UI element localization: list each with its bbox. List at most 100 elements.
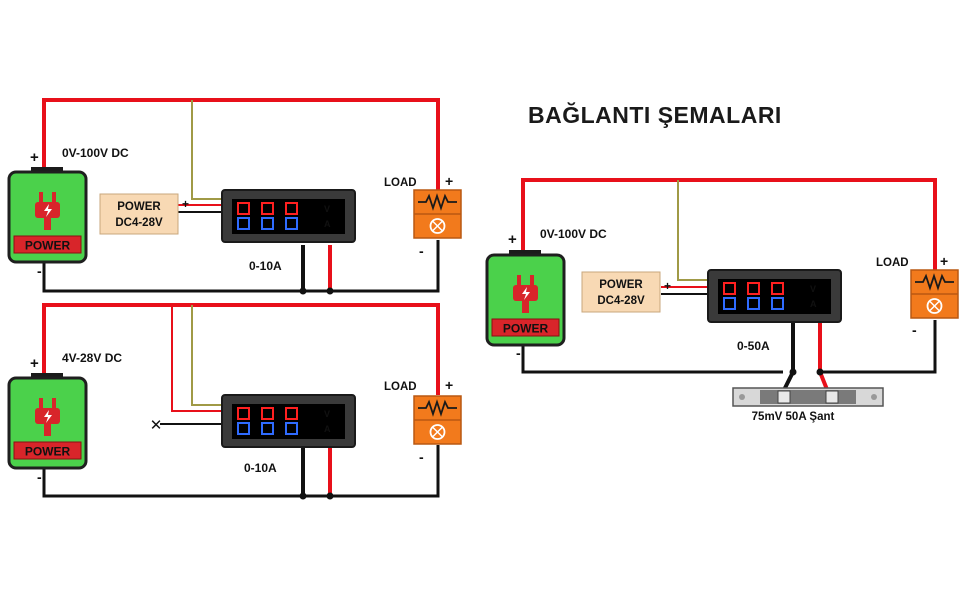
load [910,269,959,319]
current-digit [285,217,298,230]
current-digit [237,217,250,230]
meter-unit-a: A [324,424,331,434]
negative-wire [42,445,440,498]
battery: POWER [485,250,566,347]
shunt-bolt-hole [739,394,745,400]
meter-unit-v: V [810,284,816,294]
battery-label-bg [491,318,560,337]
sense-wire [191,305,222,406]
load [413,189,462,239]
junction-dot [299,287,307,295]
junction-dot [326,492,334,500]
voltage-digit [261,407,274,420]
meter-unit-a: A [810,299,817,309]
voltage-digit [237,407,250,420]
lamp-icon [926,298,943,314]
plug-prong [530,275,534,287]
battery-minus-sign: - [516,345,521,361]
positive-wire [42,98,440,190]
meter-black-lead [781,322,795,393]
plug-icon [35,192,60,230]
power-box-line2: DC4-28V [115,217,163,229]
shunt-terminal [777,390,791,404]
plug-icon [513,275,538,313]
junction-dot [326,287,334,295]
lightning-icon [44,410,52,423]
shunt-bolt-hole [871,394,877,400]
load-label: LOAD [384,177,417,189]
load-label: LOAD [384,381,417,393]
voltage-digit [771,282,784,295]
battery-minus-sign: - [37,469,42,485]
page-title: BAĞLANTI ŞEMALARI [528,102,782,128]
current-digit [723,297,736,310]
junction-dot [816,368,824,376]
battery-label-bg [13,441,82,460]
lamp-cross [928,300,941,312]
current-digit [747,297,760,310]
current-digit [237,422,250,435]
diagram-3: 75mV 50A Şant POWER POWER DC4-28V VA + - 0V-100… [485,178,959,423]
load [413,395,462,445]
junction-dot [299,492,307,500]
power-box-line1: POWER [599,279,643,291]
voltage-digit [285,202,298,215]
battery: POWER [7,167,88,264]
lightning-icon [44,204,52,217]
shunt-label: 75mV 50A Şant [752,411,835,423]
battery-label: POWER [25,445,71,459]
lightning-icon [522,287,530,300]
cut-mark-icon: ✕ [150,417,163,434]
meter-red-lead [818,322,830,393]
plug-prong [517,275,521,287]
resistor-icon [915,273,954,291]
current-digit [261,422,274,435]
load-negative-wire [823,320,937,374]
power-plus-sign: + [182,197,189,211]
power-box [581,271,661,313]
load-minus-sign: - [419,243,424,259]
battery-plus-sign: + [30,355,39,372]
battery: POWER [7,373,88,470]
resistor-icon [418,399,457,417]
lamp-cross [431,220,444,232]
load-label: LOAD [876,257,909,269]
current-digit [771,297,784,310]
voltage-digit [261,202,274,215]
volt-amp-meter: VA [221,394,356,448]
battery-minus-sign: - [37,263,42,279]
meter-unit-v: V [324,204,330,214]
battery-plus-sign: + [30,149,39,166]
voltage-range-label: 0V-100V DC [540,227,607,241]
positive-wire [521,178,937,270]
resistor-icon [418,193,457,211]
power-plus-sign: + [664,279,671,293]
lamp-cross [431,426,444,438]
current-range-label: 0-50A [737,339,770,353]
battery-label: POWER [503,322,549,336]
load-plus-sign: + [445,377,453,393]
meter-unit-a: A [324,219,331,229]
lamp-icon [429,424,446,440]
meter-unit-v: V [324,409,330,419]
junction-dot [789,368,797,376]
power-box [99,193,179,235]
battery-plus-sign: + [508,231,517,248]
battery-label: POWER [25,239,71,253]
negative-wire [42,240,440,293]
power-plus-wire [171,305,222,412]
sense-wire [677,180,708,281]
battery-negative-wire [521,342,783,374]
voltage-digit [237,202,250,215]
load-minus-sign: - [912,322,917,338]
current-range-label: 0-10A [249,259,282,273]
plug-cord [522,301,529,313]
voltage-range-label: 4V-28V DC [62,351,122,365]
volt-amp-meter: VA [221,189,356,243]
plug-cord [44,424,51,436]
power-box-line2: DC4-28V [597,295,645,307]
